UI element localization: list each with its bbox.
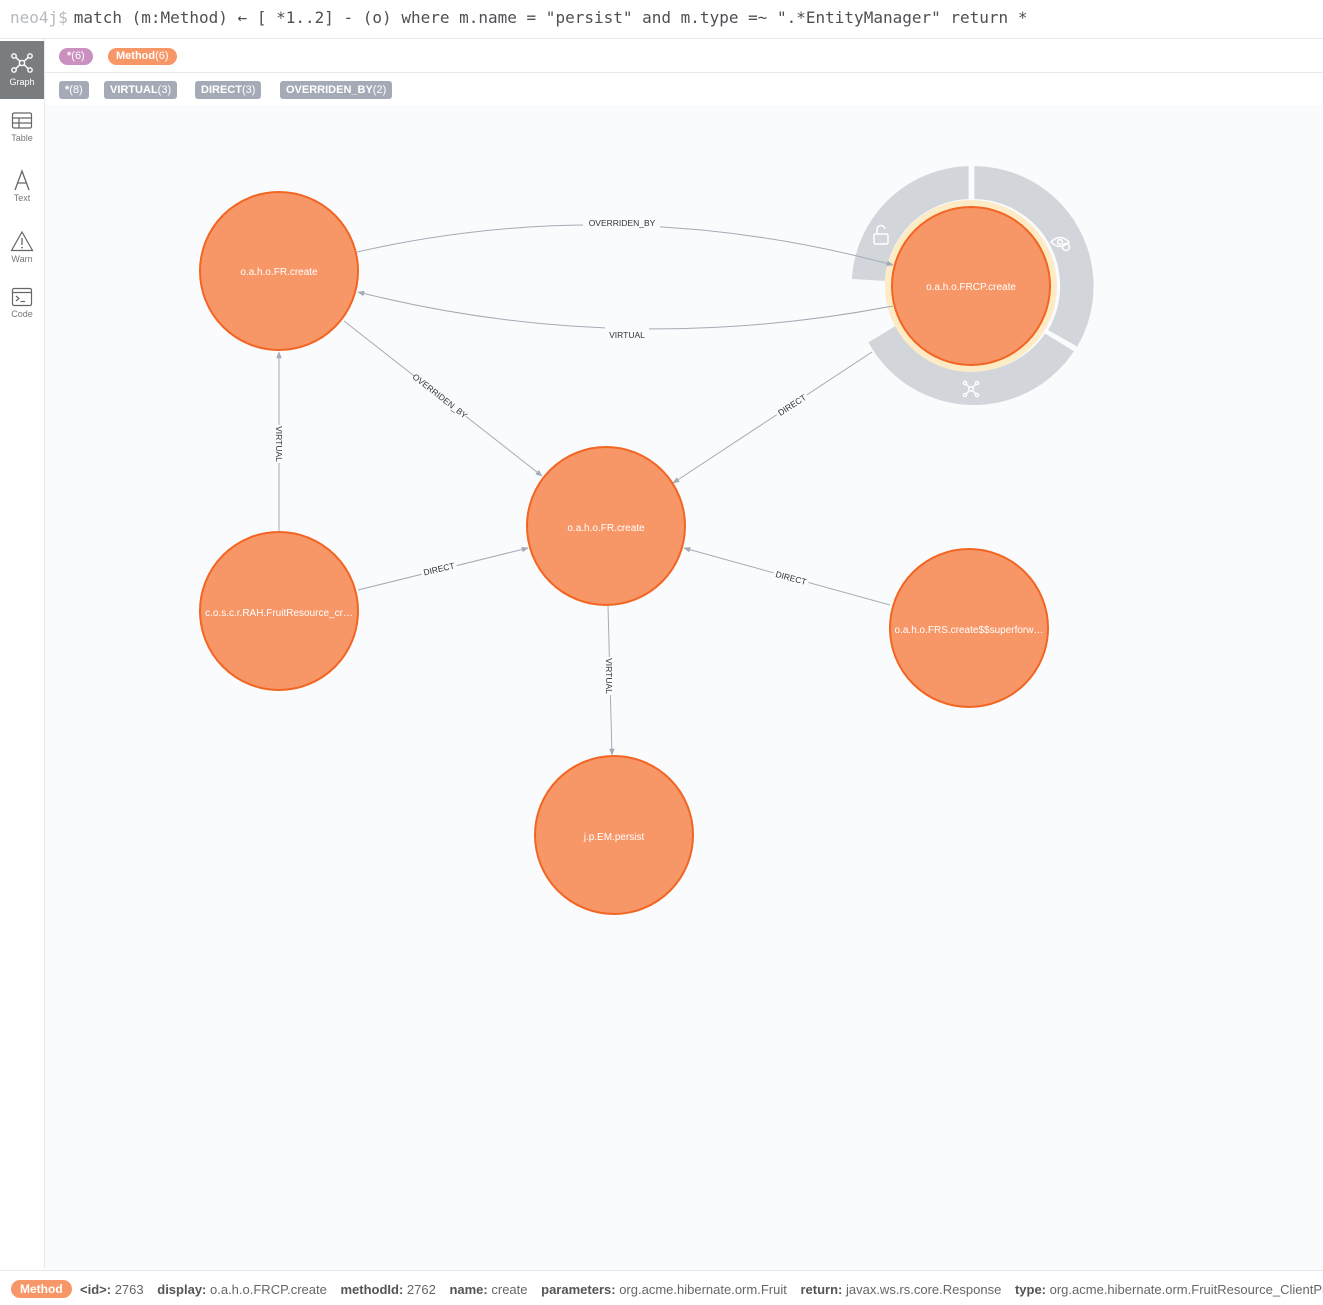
legend-node-method[interactable]: Method(6) [108,48,177,65]
sidebar-item-graph[interactable]: Graph [0,41,44,99]
sidebar-item-text[interactable]: Text [0,159,44,217]
legend-name: Method [116,50,156,62]
node-caption: c.o.s.c.r.RAH.FruitResource_cr… [205,608,353,619]
graph-node[interactable]: j.p.EM.persist [534,755,694,915]
relationship-direct[interactable]: DIRECT [672,351,873,484]
legend-name: DIRECT [201,84,242,96]
sidebar-item-label: Table [11,133,33,143]
query-text[interactable]: match (m:Method) ← [ *1..2] - (o) where … [73,8,1028,27]
prop-value: org.acme.hibernate.orm.Fruit [619,1282,787,1297]
relationship-direct[interactable]: DIRECT [357,546,529,591]
legend-count: (3) [157,84,172,96]
sidebar-item-table[interactable]: Table [0,101,44,159]
graph-node[interactable]: c.o.s.c.r.RAH.FruitResource_cr… [199,531,359,691]
prop-value: javax.ws.rs.core.Response [845,1282,1002,1297]
node-legend: *(6) Method(6) [45,40,1323,73]
query-editor[interactable]: neo4j$ match (m:Method) ← [ *1..2] - (o) … [0,0,1323,39]
sidebar-item-label: Text [13,193,31,203]
legend-count: (6) [71,50,85,62]
graph-node[interactable]: o.a.h.o.FRS.create$$superforw… [889,548,1049,708]
legend-node-all[interactable]: *(6) [59,48,93,65]
sidebar-item-label: Warn [11,254,33,264]
relationship-virtual[interactable]: VIRTUAL [357,290,894,341]
legend-count: (2) [372,84,387,96]
legend-count: (8) [69,84,83,96]
prop-key: name: [449,1282,488,1297]
prop-value: org.acme.hibernate.orm.FruitResource_Cli… [1049,1282,1323,1297]
node-properties: <id>: 2763 display: o.a.h.o.FRCP.create … [80,1282,1323,1297]
graph-canvas[interactable]: OVERRIDEN_BY VIRTUAL OVERRIDEN_BY DIRECT [45,105,1323,1270]
legend-rel-virtual[interactable]: VIRTUAL(3) [104,81,178,99]
legend-name: * [65,84,70,96]
relationship-legend: *(8) VIRTUAL(3) DIRECT(3) OVERRIDEN_BY(2… [45,73,1323,106]
prop-key: methodId: [340,1282,404,1297]
sidebar-item-label: Code [11,309,33,319]
node-caption: o.a.h.o.FR.create [240,267,318,278]
legend-name: VIRTUAL [110,84,158,96]
legend-name: * [67,50,72,62]
relationship-label: VIRTUAL [604,658,614,694]
graph-svg[interactable]: OVERRIDEN_BY VIRTUAL OVERRIDEN_BY DIRECT [45,105,1323,1270]
prop-value: 2763 [114,1282,144,1297]
prop-key: parameters: [541,1282,616,1297]
sidebar-item-code[interactable]: Code [0,277,44,335]
prop-value: o.a.h.o.FRCP.create [210,1282,327,1297]
relationship-label: VIRTUAL [274,426,284,462]
graph-node[interactable]: o.a.h.o.FR.create [199,191,359,351]
prop-key: display: [157,1282,207,1297]
node-caption: o.a.h.o.FRCP.create [926,282,1016,293]
lock-icon[interactable] [873,224,889,245]
node-caption: o.a.h.o.FRS.create$$superforw… [895,625,1044,636]
table-icon [11,112,33,129]
relationship-virtual[interactable]: VIRTUAL [273,351,286,531]
ring-segment-expand[interactable] [868,325,1074,406]
prop-key: <id>: [80,1282,112,1297]
legend-rel-all[interactable]: *(8) [59,81,89,99]
ring-segment-hide[interactable] [974,166,1094,347]
prop-value: create [491,1282,528,1297]
node-label-badge[interactable]: Method [11,1280,72,1298]
relationship-label: VIRTUAL [609,330,645,340]
text-icon [14,169,30,191]
legend-rel-overriden-by[interactable]: OVERRIDEN_BY(2) [280,81,393,99]
relationship-virtual[interactable]: VIRTUAL [603,605,616,756]
graph-node[interactable]: o.a.h.o.FR.create [526,446,686,606]
prop-value: 2762 [406,1282,436,1297]
sidebar-item-label: Graph [9,77,35,87]
inspector-bar: Method <id>: 2763 display: o.a.h.o.FRCP.… [0,1270,1323,1305]
ring-segment-lock[interactable] [851,166,969,281]
hide-icon[interactable] [1049,236,1071,252]
node-caption: j.p.EM.persist [583,832,645,843]
expand-icon[interactable] [962,380,980,398]
legend-name: OVERRIDEN_BY [286,84,373,96]
graph-node-selected[interactable]: o.a.h.o.FRCP.create [891,206,1051,366]
code-icon [11,287,33,307]
relationship-overriden-by[interactable]: OVERRIDEN_BY [343,320,543,477]
sidebar-item-warn[interactable]: Warn [0,220,44,278]
legend-rel-direct[interactable]: DIRECT(3) [195,81,262,99]
graph-icon [11,53,33,73]
relationship-label: OVERRIDEN_BY [411,372,470,421]
query-prompt: neo4j$ [10,8,68,27]
view-sidebar: Graph Table Text Warn [0,39,45,1268]
legend-count: (3) [241,84,256,96]
legend-count: (6) [155,50,169,62]
prop-key: type: [1014,1282,1046,1297]
relationship-direct[interactable]: DIRECT [683,546,891,606]
node-caption: o.a.h.o.FR.create [567,523,645,534]
relationship-overriden-by[interactable]: OVERRIDEN_BY [356,215,894,267]
relationship-label: OVERRIDEN_BY [589,218,656,228]
prop-key: return: [800,1282,843,1297]
warning-icon [10,230,34,252]
